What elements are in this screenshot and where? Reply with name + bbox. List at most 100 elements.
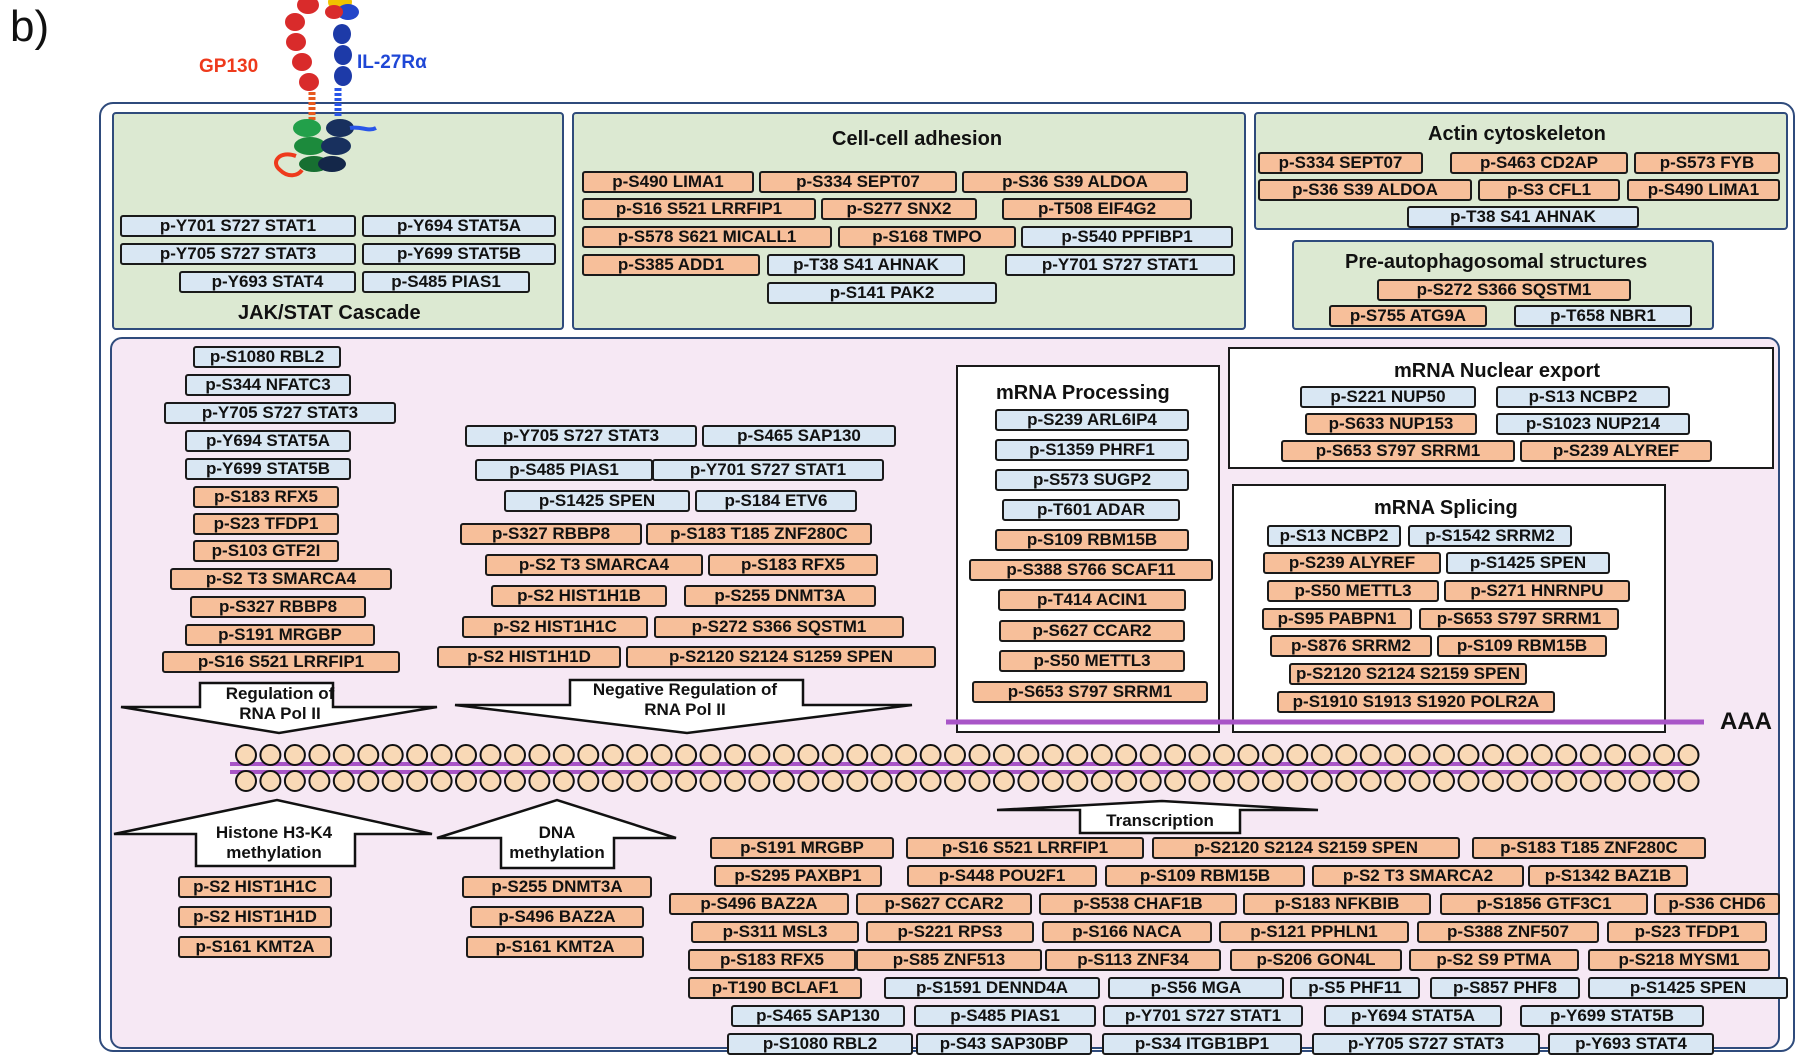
nucleotide-bead [774, 771, 794, 791]
negreg-phosphosite-pill: p-S183 RFX5 [708, 554, 878, 576]
transcription-phosphosite-pill: p-Y694 STAT5A [1324, 1005, 1502, 1027]
nucleotide-bead [1654, 745, 1674, 765]
nucleotide-bead [383, 745, 403, 765]
transcription-phosphosite-pill: p-S36 CHD6 [1654, 893, 1780, 915]
nucleotide-bead [236, 745, 256, 765]
nucleotide-bead [652, 745, 672, 765]
nucleotide-bead [1190, 745, 1210, 765]
adhesion-phosphosite-pill: p-S385 ADD1 [582, 254, 760, 276]
autophago-phosphosite-pill: p-S272 S366 SQSTM1 [1377, 279, 1631, 301]
nucleotide-bead [1532, 745, 1552, 765]
transcription-phosphosite-pill: p-S85 ZNF513 [856, 949, 1042, 971]
nucleotide-bead [1361, 771, 1381, 791]
transcription-phosphosite-pill: p-S23 TFDP1 [1607, 921, 1767, 943]
splicing-phosphosite-pill: p-S653 S797 SRRM1 [1419, 608, 1619, 630]
transcription-phosphosite-pill: p-S1425 SPEN [1588, 977, 1788, 999]
nucleotide-bead [1679, 745, 1699, 765]
nucleotide-bead [798, 771, 818, 791]
transcription-phosphosite-pill: p-S465 SAP130 [731, 1005, 905, 1027]
negreg-phosphosite-pill: p-Y705 S727 STAT3 [465, 425, 697, 447]
nucleotide-bead [432, 771, 452, 791]
transcription-phosphosite-pill: p-S121 PPHLN1 [1219, 921, 1409, 943]
nucleotide-bead [1116, 771, 1136, 791]
nucleotide-bead [334, 745, 354, 765]
nucleotide-bead [1605, 771, 1625, 791]
transcription-phosphosite-pill: p-S183 T185 ZNF280C [1472, 837, 1706, 859]
nucleotide-bead [1556, 745, 1576, 765]
export-phosphosite-pill: p-S653 S797 SRRM1 [1281, 440, 1515, 462]
nucleotide-bead [1312, 745, 1332, 765]
splicing-phosphosite-pill: p-S1425 SPEN [1446, 552, 1610, 574]
splicing-phosphosite-pill: p-S271 HNRNPU [1444, 580, 1630, 602]
nucleotide-bead [578, 771, 598, 791]
transcription-phosphosite-pill: p-S43 SAP30BP [916, 1033, 1092, 1055]
nucleotide-bead [945, 771, 965, 791]
splicing-phosphosite-pill: p-S95 PABPN1 [1262, 608, 1412, 630]
nucleotide-bead [1507, 771, 1527, 791]
nucleotide-bead [701, 771, 721, 791]
nucleotide-bead [1018, 771, 1038, 791]
processing-phosphosite-pill: p-S239 ARL6IP4 [995, 409, 1189, 431]
transcription-phosphosite-pill: p-S16 S521 LRRFIP1 [906, 837, 1144, 859]
transcription-phosphosite-pill: p-Y705 S727 STAT3 [1312, 1033, 1540, 1055]
negreg-phosphosite-pill: p-S2 HIST1H1B [491, 585, 667, 607]
nucleotide-bead [1385, 745, 1405, 765]
nucleotide-bead [1507, 745, 1527, 765]
rnapol-phosphosite-pill: p-Y705 S727 STAT3 [164, 402, 396, 424]
rnapol-phosphosite-pill: p-S191 MRGBP [185, 624, 375, 646]
transcription-phosphosite-pill: p-S538 CHAF1B [1039, 893, 1237, 915]
nucleotide-bead [1043, 745, 1063, 765]
nucleotide-bead [1434, 771, 1454, 791]
transcription-phosphosite-pill: p-T190 BCLAF1 [688, 977, 862, 999]
negreg-phosphosite-pill: p-S255 DNMT3A [684, 585, 876, 607]
nucleotide-bead [896, 745, 916, 765]
transcription-phosphosite-pill: p-S627 CCAR2 [856, 893, 1032, 915]
transcription-phosphosite-pill: p-S5 PHF11 [1290, 977, 1420, 999]
nucleotide-bead [749, 771, 769, 791]
negreg-phosphosite-pill: p-S2120 S2124 S1259 SPEN [626, 646, 936, 668]
splicing-phosphosite-pill: p-S13 NCBP2 [1267, 525, 1401, 547]
nucleotide-bead [456, 771, 476, 791]
nucleotide-bead [1165, 771, 1185, 791]
transcription-phosphosite-pill: p-Y701 S727 STAT1 [1103, 1005, 1303, 1027]
nucleotide-bead [1214, 771, 1234, 791]
rnapol-phosphosite-pill: p-S1080 RBL2 [193, 346, 341, 368]
nucleotide-bead [383, 771, 403, 791]
nucleotide-bead [1092, 771, 1112, 791]
nucleotide-bead [1361, 745, 1381, 765]
nucleotide-bead [505, 745, 525, 765]
splicing-phosphosite-pill: p-S2120 S2124 S2159 SPEN [1289, 663, 1527, 685]
processing-phosphosite-pill: p-S653 S797 SRRM1 [972, 681, 1208, 703]
nucleotide-bead [407, 745, 427, 765]
adhesion-phosphosite-pill: p-S16 S521 LRRFIP1 [582, 198, 816, 220]
nucleotide-bead [1336, 745, 1356, 765]
processing-phosphosite-pill: p-T414 ACIN1 [998, 589, 1186, 611]
transcription-phosphosite-pill: p-S857 PHF8 [1430, 977, 1580, 999]
nucleotide-bead [970, 745, 990, 765]
nucleotide-bead [1092, 745, 1112, 765]
nucleotide-bead [1312, 771, 1332, 791]
nucleotide-bead [260, 771, 280, 791]
nucleotide-bead [1581, 771, 1601, 791]
nucleotide-row [236, 745, 1699, 791]
nucleotide-bead [652, 771, 672, 791]
dna-phosphosite-pill: p-S496 BAZ2A [470, 906, 644, 928]
nucleotide-bead [505, 771, 525, 791]
transcription-phosphosite-pill: p-S496 BAZ2A [669, 893, 849, 915]
nucleotide-bead [1018, 745, 1038, 765]
nucleotide-bead [1483, 771, 1503, 791]
nucleotide-bead [945, 745, 965, 765]
jakstat-phosphosite-pill: p-Y701 S727 STAT1 [120, 215, 356, 237]
transcription-phosphosite-pill: p-S166 NACA [1042, 921, 1212, 943]
nucleotide-bead [432, 745, 452, 765]
export-phosphosite-pill: p-S221 NUP50 [1300, 386, 1476, 408]
nucleotide-bead [872, 771, 892, 791]
transcription-phosphosite-pill: p-S2 S9 PTMA [1409, 949, 1579, 971]
actin-phosphosite-pill: p-S3 CFL1 [1478, 179, 1620, 201]
jakstat-phosphosite-pill: p-Y705 S727 STAT3 [120, 243, 356, 265]
negreg-phosphosite-pill: p-S327 RBBP8 [460, 523, 642, 545]
nucleotide-bead [1043, 771, 1063, 791]
nucleotide-bead [1385, 771, 1405, 791]
transcription-phosphosite-pill: p-S109 RBM15B [1105, 865, 1305, 887]
transcription-phosphosite-pill: p-S218 MYSM1 [1588, 949, 1770, 971]
